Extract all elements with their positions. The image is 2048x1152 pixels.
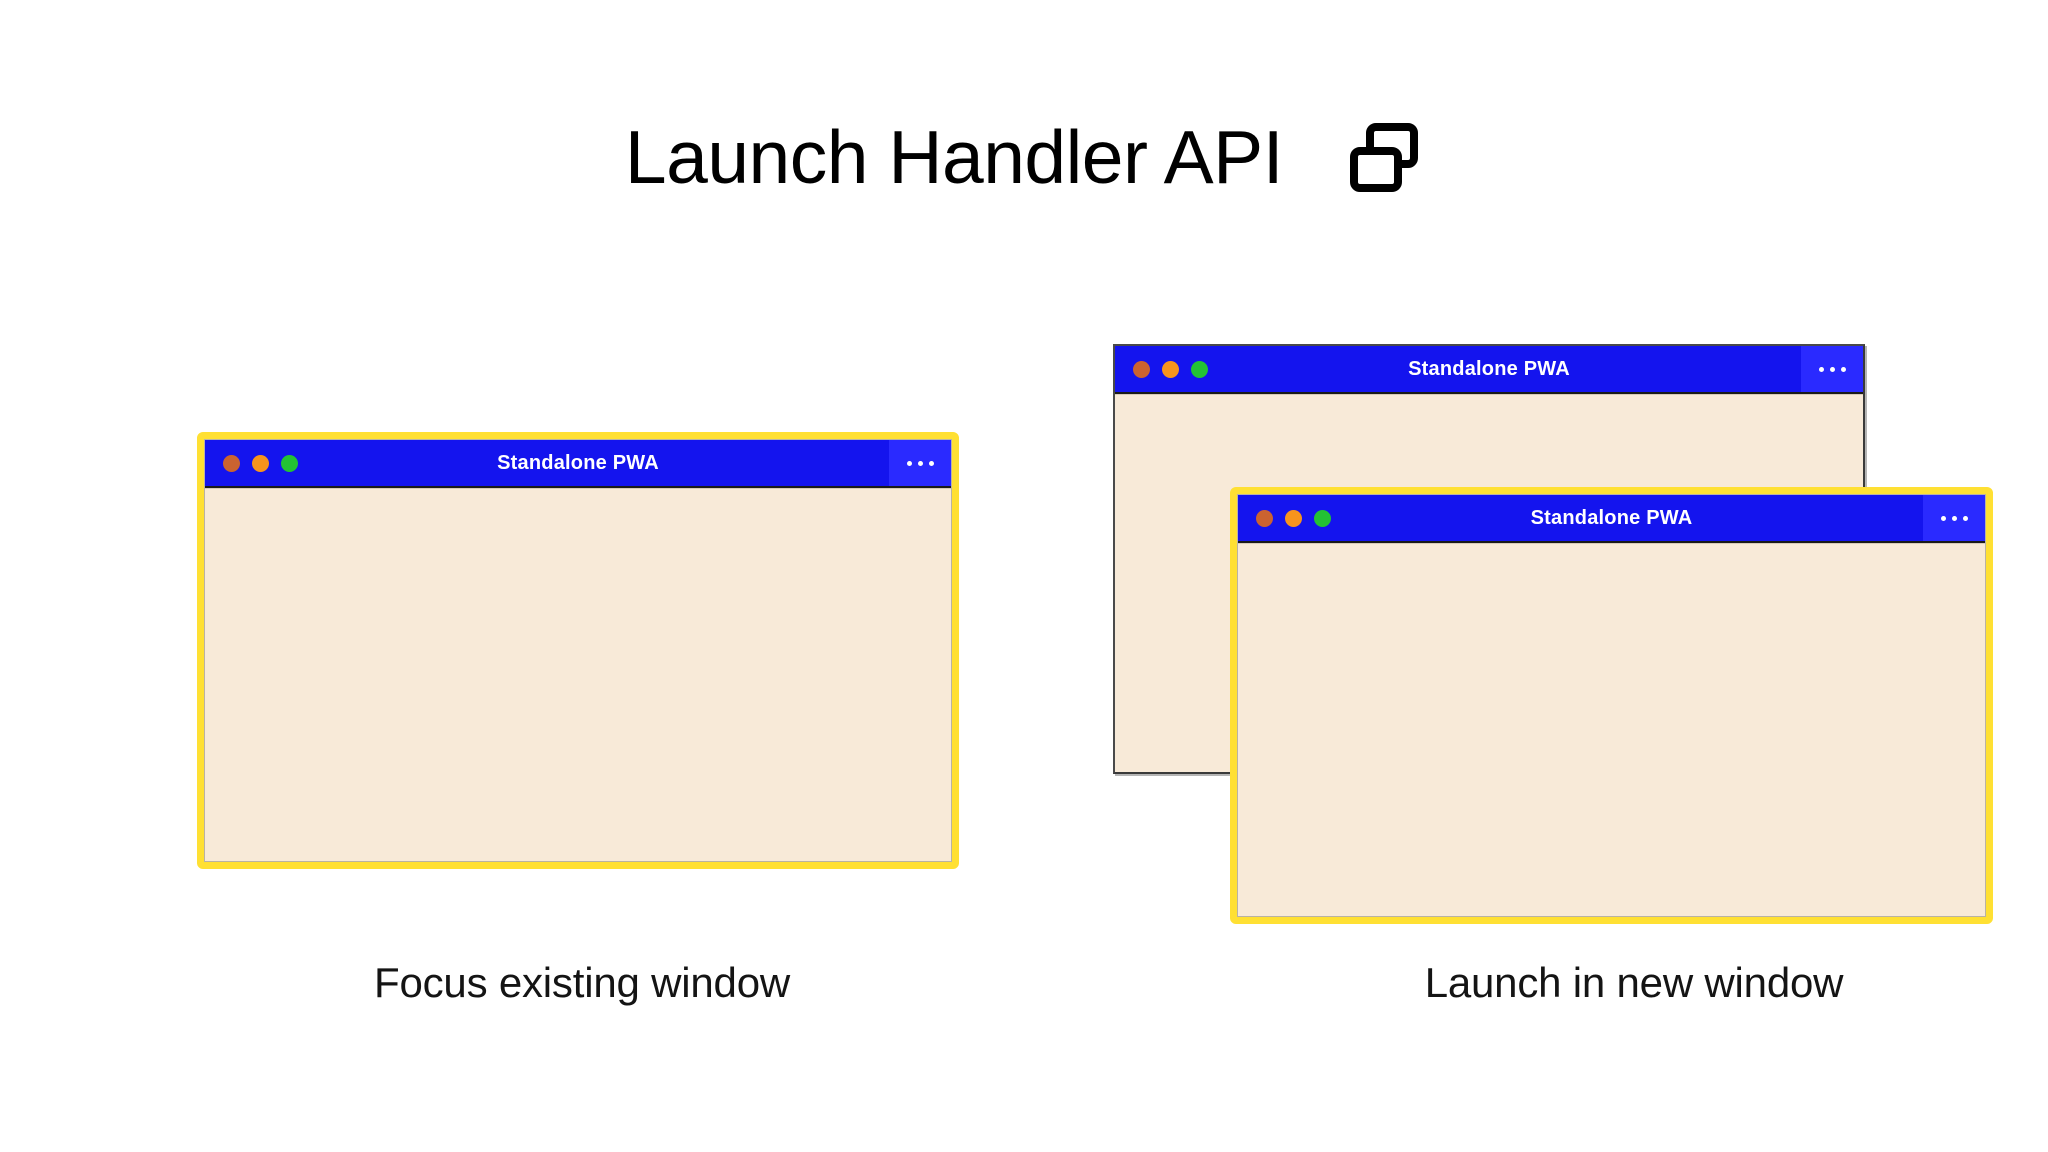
maximize-dot-icon[interactable] bbox=[1314, 509, 1331, 527]
window-titlebar[interactable]: Standalone PWA bbox=[1238, 495, 1985, 543]
close-dot-icon[interactable] bbox=[1256, 509, 1273, 527]
minimize-dot-icon[interactable] bbox=[1285, 509, 1302, 527]
caption-launch-in-new-window: Launch in new window bbox=[1424, 959, 1844, 1006]
overflow-menu-icon[interactable] bbox=[889, 440, 951, 486]
minimize-dot-icon[interactable] bbox=[1162, 360, 1179, 378]
maximize-dot-icon[interactable] bbox=[1191, 360, 1208, 378]
page-header: Launch Handler API bbox=[0, 118, 2048, 196]
window-inner: Standalone PWA bbox=[204, 439, 952, 862]
maximize-dot-icon[interactable] bbox=[281, 454, 298, 472]
window-title: Standalone PWA bbox=[1408, 358, 1570, 380]
close-dot-icon[interactable] bbox=[1133, 360, 1150, 378]
window-titlebar[interactable]: Standalone PWA bbox=[205, 440, 951, 488]
window-inner: Standalone PWA bbox=[1237, 494, 1986, 917]
caption-focus-existing-window: Focus existing window bbox=[374, 959, 790, 1006]
two-windows-icon bbox=[1345, 118, 1423, 196]
window-title: Standalone PWA bbox=[497, 452, 659, 474]
overflow-menu-icon[interactable] bbox=[1801, 346, 1863, 392]
traffic-lights bbox=[223, 454, 298, 472]
window-content-area bbox=[205, 488, 951, 861]
traffic-lights bbox=[1256, 509, 1331, 527]
traffic-lights bbox=[1133, 360, 1208, 378]
close-dot-icon[interactable] bbox=[223, 454, 240, 472]
window-new-front[interactable]: Standalone PWA bbox=[1230, 487, 1993, 924]
window-focus-existing[interactable]: Standalone PWA bbox=[197, 432, 959, 869]
window-content-area bbox=[1238, 543, 1985, 916]
minimize-dot-icon[interactable] bbox=[252, 454, 269, 472]
window-titlebar[interactable]: Standalone PWA bbox=[1115, 346, 1863, 394]
page-title: Launch Handler API bbox=[624, 114, 1284, 199]
overflow-menu-icon[interactable] bbox=[1923, 495, 1985, 541]
window-title: Standalone PWA bbox=[1530, 507, 1693, 529]
